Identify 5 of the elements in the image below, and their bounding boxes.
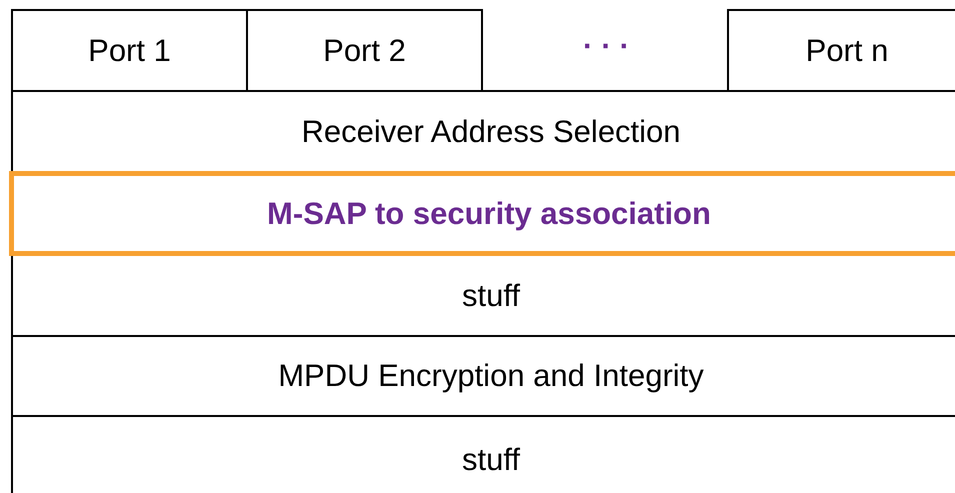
highlighted-layer-box: M-SAP to security association — [9, 171, 955, 256]
ellipsis: · · · — [583, 30, 630, 64]
port-cell: Port 1 — [11, 9, 248, 92]
port-cell: Port 2 — [246, 9, 483, 92]
port-cell: Port n — [727, 9, 955, 92]
